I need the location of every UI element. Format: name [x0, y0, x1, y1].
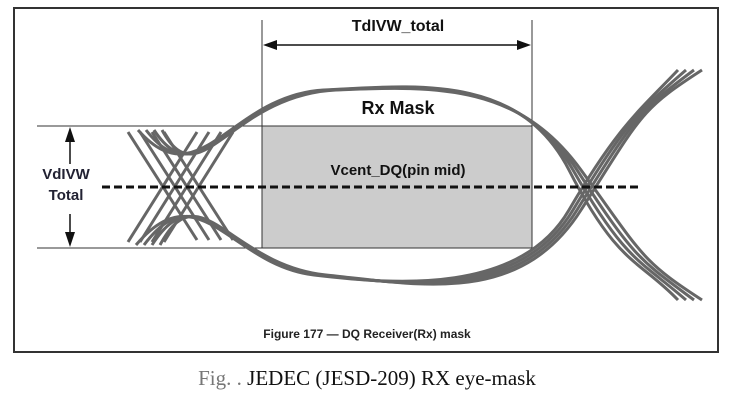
vdivw-arrow	[65, 127, 75, 247]
vdivw-label-line1: VdIVW	[42, 166, 90, 183]
caption-prefix: Fig. .	[198, 366, 242, 390]
tdivw-label: TdIVW_total	[351, 18, 445, 35]
tdivw-arrow	[263, 40, 531, 50]
caption: Fig. . JEDEC (JESD-209) RX eye-mask	[198, 366, 536, 391]
rx-mask-label: Rx Mask	[361, 98, 435, 118]
eye-trace-upper	[160, 86, 703, 302]
figure-177-caption: Figure 177 — DQ Receiver(Rx) mask	[263, 327, 471, 341]
caption-text: JEDEC (JESD-209) RX eye-mask	[247, 366, 536, 390]
vcent-label: Vcent_DQ(pin mid)	[330, 162, 466, 179]
vdivw-label-line2: Total	[48, 187, 84, 204]
eye-trace-lower	[158, 68, 703, 286]
eye-traces	[126, 68, 703, 302]
figure-frame	[13, 7, 719, 353]
